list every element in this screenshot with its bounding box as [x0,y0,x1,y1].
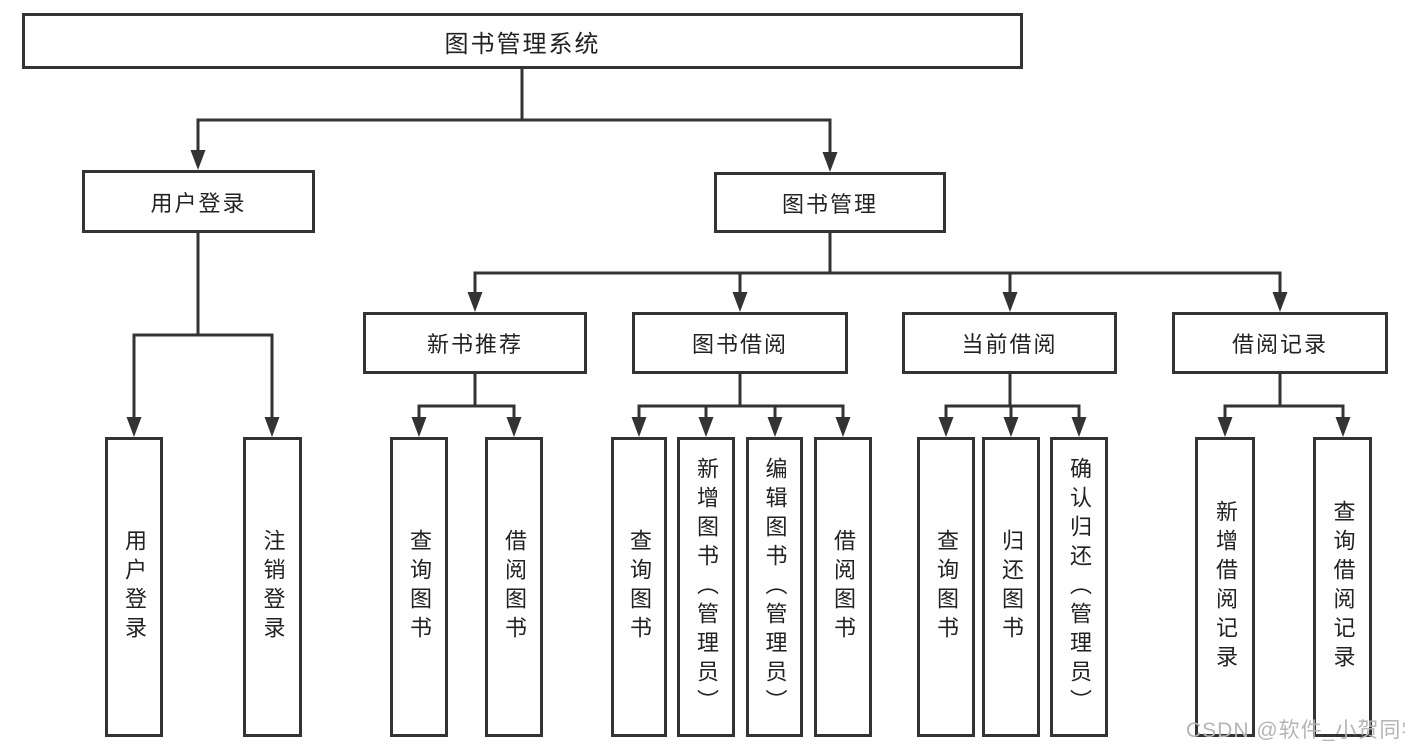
leaf-query-borrow-record: 查询借阅记录 [1313,437,1372,737]
leaf-add-books-admin: 新增图书（管理员） [677,437,735,737]
arrowhead-icon [1335,417,1351,437]
arrowhead-icon [698,417,714,437]
node-book-borrow: 图书借阅 [632,312,848,374]
arrowhead-icon [506,417,522,437]
arrowhead-icon [1272,292,1288,312]
leaf-query-books: 查询图书 [390,437,448,737]
leaf-edit-books-admin: 编辑图书（管理员） [746,437,803,737]
node-new-book-recommend: 新书推荐 [363,312,587,374]
connector-book-management-to-level3 [467,233,1288,312]
leaf-query-books: 查询图书 [917,437,975,737]
leaf-borrow-books: 借阅图书 [814,437,872,737]
leaf-return-books: 归还图书 [982,437,1040,737]
connector-current-borrow-to-leaves [938,374,1087,437]
node-book-management: 图书管理 [714,172,946,233]
arrowhead-icon [822,152,838,172]
arrowhead-icon [835,417,851,437]
arrowhead-icon [732,292,748,312]
arrowhead-icon [631,417,647,437]
leaf-logout: 注销登录 [243,437,302,737]
connector-book-borrow-to-leaves [631,374,851,437]
arrowhead-icon [938,417,954,437]
node-root: 图书管理系统 [22,13,1023,69]
connector-borrow-records-to-leaves [1217,374,1351,437]
csdn-watermark: CSDN @软件_小贺同学 [1186,719,1405,742]
arrowhead-icon [190,150,206,170]
leaf-query-books: 查询图书 [611,437,667,737]
arrowhead-icon [411,417,427,437]
arrowhead-icon [1217,417,1233,437]
leaf-confirm-return-admin: 确认归还（管理员） [1050,437,1108,737]
arrowhead-icon [126,417,142,437]
node-user-login: 用户登录 [82,170,315,233]
arrowhead-icon [264,417,280,437]
connector-user-login-to-leaves [126,233,280,437]
node-current-borrow: 当前借阅 [902,312,1117,374]
arrowhead-icon [1003,417,1019,437]
arrowhead-icon [467,292,483,312]
leaf-add-borrow-record: 新增借阅记录 [1195,437,1255,737]
arrowhead-icon [1002,292,1018,312]
arrowhead-icon [1071,417,1087,437]
arrowhead-icon [767,417,783,437]
leaf-borrow-books: 借阅图书 [485,437,543,737]
node-borrow-records: 借阅记录 [1172,312,1388,374]
connector-root-to-level2 [190,69,838,172]
connector-new-book-recommend-to-leaves [411,374,522,437]
leaf-user-login: 用户登录 [105,437,163,737]
